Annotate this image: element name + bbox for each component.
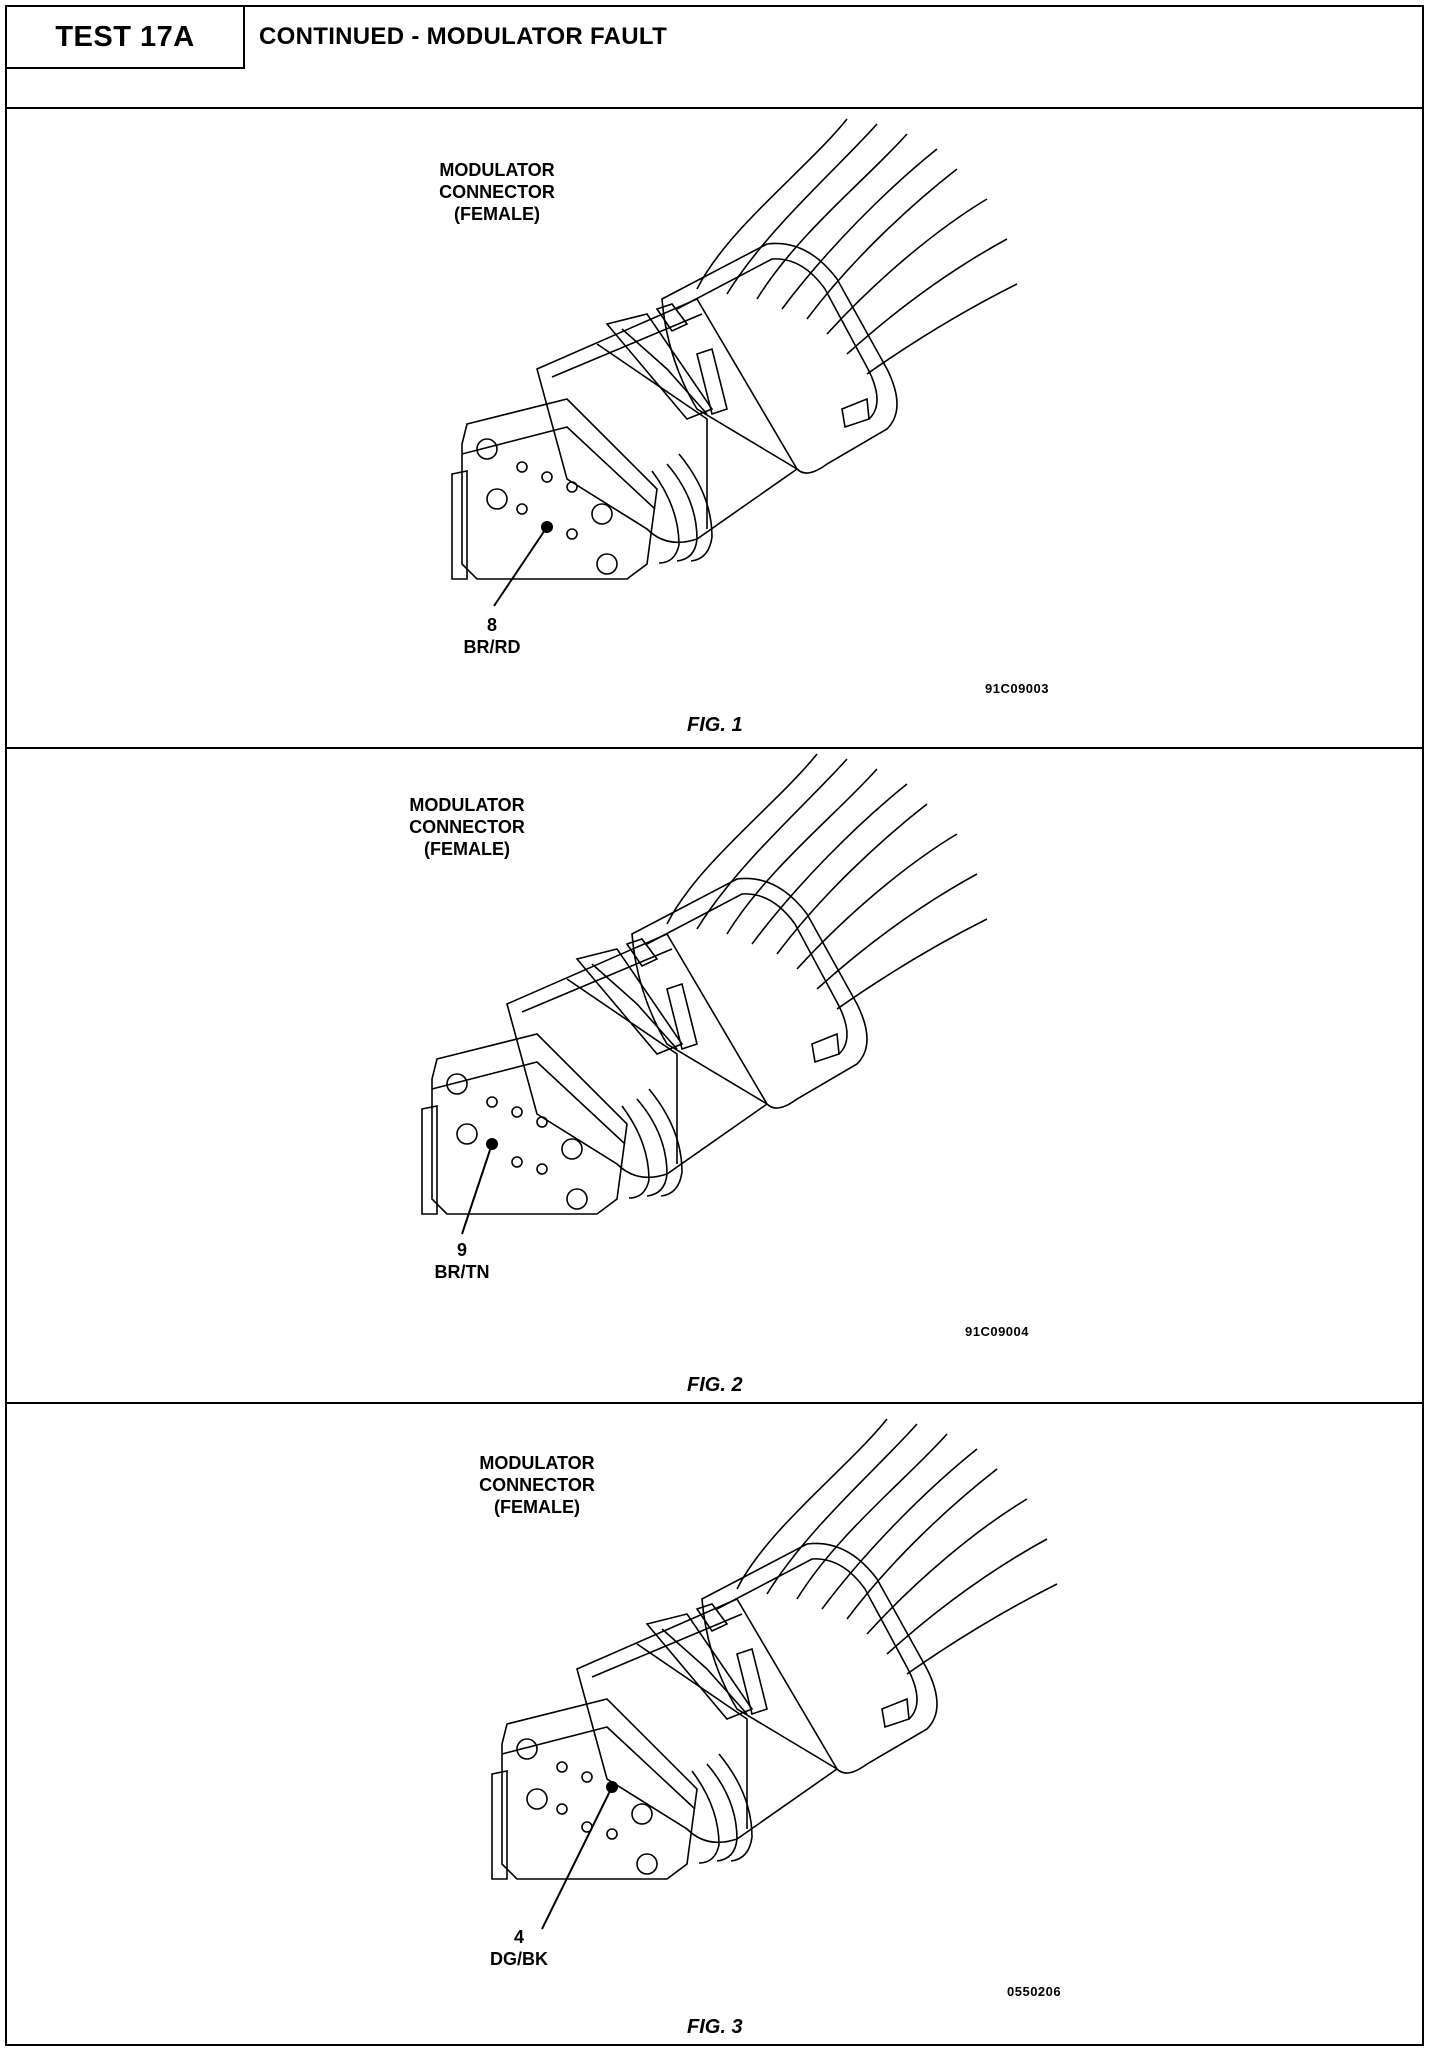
figure-caption: FIG. 1 xyxy=(687,714,743,736)
figure-panel-3: MODULATOR CONNECTOR (FEMALE) xyxy=(7,1404,1422,2044)
connector-label: MODULATOR CONNECTOR (FEMALE) xyxy=(377,794,557,860)
wire-bundle xyxy=(696,118,1018,375)
test-number-box: TEST 17A xyxy=(7,7,245,69)
document-page: TEST 17A CONTINUED - MODULATOR FAULT MOD… xyxy=(5,5,1424,2046)
wire-color: BR/RD xyxy=(463,637,521,657)
figure-panel-1: MODULATOR CONNECTOR (FEMALE) xyxy=(7,109,1422,749)
label-line: (FEMALE) xyxy=(424,839,510,859)
pin-callout: 9 BR/TN xyxy=(422,1239,502,1283)
connector-label: MODULATOR CONNECTOR (FEMALE) xyxy=(447,1452,627,1518)
figure-caption: FIG. 2 xyxy=(687,1374,743,1396)
figure-caption: FIG. 3 xyxy=(687,2016,743,2038)
label-line: MODULATOR xyxy=(409,795,525,815)
label-line: CONNECTOR xyxy=(479,1475,595,1495)
label-line: (FEMALE) xyxy=(494,1497,580,1517)
wire-color: DG/BK xyxy=(490,1949,548,1969)
pin-number: 8 xyxy=(486,615,497,635)
pin-callout: 8 BR/RD xyxy=(452,614,532,658)
pin-callout: 4 DG/BK xyxy=(479,1926,559,1970)
connector-illustration xyxy=(491,1418,1058,1930)
illustration-code: 91C09004 xyxy=(965,1324,1029,1339)
page-title: CONTINUED - MODULATOR FAULT xyxy=(259,23,668,50)
connector-illustration xyxy=(451,118,1018,607)
label-line: (FEMALE) xyxy=(454,204,540,224)
pin-number: 4 xyxy=(513,1927,524,1947)
illustration-code: 0550206 xyxy=(1007,1984,1062,1999)
wire-color: BR/TN xyxy=(434,1262,490,1282)
connector-illustration xyxy=(421,753,988,1235)
label-line: MODULATOR xyxy=(439,160,555,180)
connector-label: MODULATOR CONNECTOR (FEMALE) xyxy=(407,159,587,225)
wire-bundle xyxy=(736,1418,1058,1675)
illustration-code: 91C09003 xyxy=(985,681,1049,696)
page-header: TEST 17A CONTINUED - MODULATOR FAULT xyxy=(7,7,1422,109)
label-line: CONNECTOR xyxy=(409,817,525,837)
pin-number: 9 xyxy=(456,1240,467,1260)
wire-bundle xyxy=(666,753,988,1010)
label-line: CONNECTOR xyxy=(439,182,555,202)
figure-panel-2: MODULATOR CONNECTOR (FEMALE) xyxy=(7,749,1422,1404)
label-line: MODULATOR xyxy=(479,1453,595,1473)
